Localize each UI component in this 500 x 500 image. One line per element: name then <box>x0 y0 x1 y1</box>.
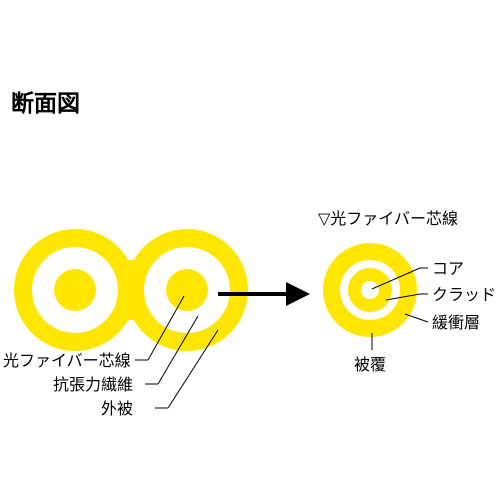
leader-outer-jacket <box>167 329 219 409</box>
leader-cladding <box>385 293 421 301</box>
label-outer-jacket: 外被 <box>101 399 133 418</box>
fiber-detail <box>323 243 417 337</box>
fiber-core-right <box>166 269 208 311</box>
fiber-core-left <box>54 269 96 311</box>
label-cladding: クラッド <box>432 285 496 304</box>
label-coating: 被覆 <box>354 355 386 374</box>
label-buffer: 緩衝層 <box>432 313 480 332</box>
core-circle <box>361 281 379 299</box>
label-tensile-fiber: 抗張力繊維 <box>53 375 133 394</box>
cable-cross-section <box>14 229 248 351</box>
label-core: コア <box>432 259 464 278</box>
leader-buffer <box>404 313 429 323</box>
right-leader-lines <box>371 267 429 350</box>
leader-fiber-core <box>147 295 185 361</box>
fiber-detail-title: ▽光ファイバー芯線 <box>318 209 458 228</box>
arrow-right-icon <box>218 282 310 306</box>
label-fiber-core: 光ファイバー芯線 <box>3 351 131 370</box>
left-leader-lines <box>135 295 219 409</box>
leader-tensile-fiber <box>157 315 199 385</box>
leader-core <box>371 267 421 290</box>
page-title: 断面図 <box>11 91 80 117</box>
